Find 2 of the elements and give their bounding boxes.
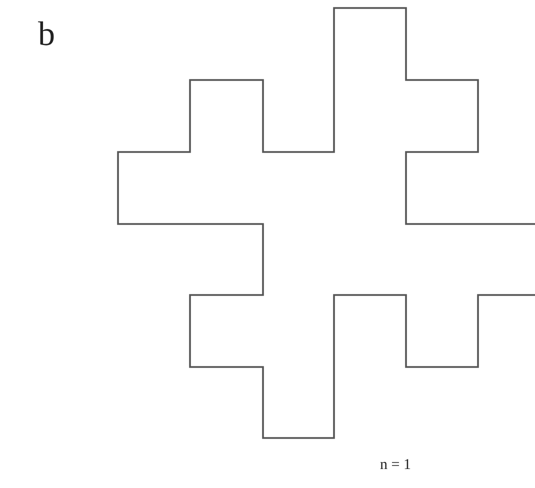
- iteration-label: n = 1: [380, 458, 411, 473]
- panel-label: b: [38, 18, 55, 52]
